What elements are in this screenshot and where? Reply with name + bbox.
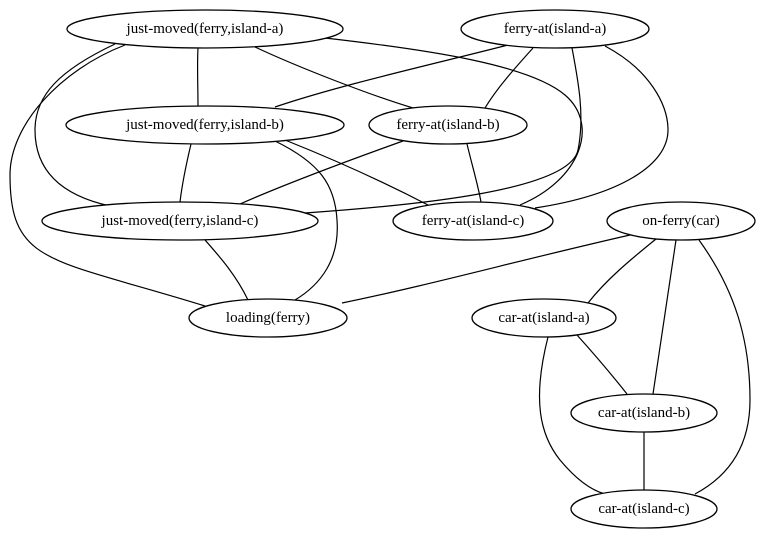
node-label-car-at-island-a: car-at(island-a): [498, 310, 589, 326]
node-car-at-island-b: car-at(island-b): [570, 393, 718, 433]
node-label-ferry-at-island-c: ferry-at(island-c): [422, 213, 524, 229]
edge-layer: [9, 37, 751, 495]
edge-jm-a-to-fa-c: [324, 37, 583, 206]
node-car-at-island-a: car-at(island-a): [471, 298, 617, 338]
node-label-loading-ferry: loading(ferry): [226, 310, 310, 326]
edge-jm-a-to-fa-b: [254, 46, 414, 109]
node-just-moved-island-c: just-moved(ferry,island-c): [41, 201, 319, 241]
node-label-car-at-island-c: car-at(island-c): [598, 501, 689, 517]
edge-on-ferry-to-ca-c: [694, 239, 751, 495]
edge-on-ferry-to-ca-b: [652, 239, 677, 395]
edge-on-ferry-to-ca-a: [587, 238, 657, 304]
node-label-car-at-island-b: car-at(island-b): [598, 405, 690, 421]
node-label-just-moved-island-c: just-moved(ferry,island-c): [101, 213, 259, 229]
node-label-ferry-at-island-a: ferry-at(island-a): [504, 21, 606, 37]
edge-fa-a-to-fa-b: [484, 47, 534, 109]
node-label-on-ferry-car: on-ferry(car): [642, 213, 719, 229]
edge-fa-a-to-jm-b: [274, 44, 509, 108]
edge-ca-a-to-ca-b: [576, 334, 628, 395]
edge-ca-a-to-ca-c: [538, 336, 606, 495]
edge-fa-b-to-fa-c: [466, 143, 482, 203]
edge-jm-b-to-jm-c: [179, 143, 192, 203]
node-ferry-at-island-c: ferry-at(island-c): [392, 201, 554, 241]
node-just-moved-island-b: just-moved(ferry,island-b): [65, 105, 345, 145]
edge-jm-b-to-fa-c: [284, 139, 429, 206]
edge-jm-c-to-loading: [204, 239, 249, 301]
edge-jm-a-to-jm-c: [34, 43, 116, 207]
node-label-just-moved-island-b: just-moved(ferry,island-b): [125, 117, 284, 133]
node-loading-ferry: loading(ferry): [188, 298, 348, 338]
node-car-at-island-c: car-at(island-c): [570, 489, 718, 529]
node-ferry-at-island-b: ferry-at(island-b): [368, 105, 528, 145]
node-just-moved-island-a: just-moved(ferry,island-a): [66, 9, 344, 49]
edge-fa-b-to-jm-c: [239, 140, 404, 205]
edge-jm-b-to-loading: [274, 140, 338, 301]
node-ferry-at-island-a: ferry-at(island-a): [460, 9, 650, 49]
edge-fa-a-to-jm-c: [304, 47, 582, 214]
node-label-ferry-at-island-b: ferry-at(island-b): [396, 117, 499, 133]
edge-on-ferry-to-loading: [341, 234, 631, 304]
edge-jm-a-to-loading: [9, 44, 206, 307]
edge-fa-a-to-fa-c: [534, 45, 669, 209]
node-label-just-moved-island-a: just-moved(ferry,island-a): [126, 21, 284, 37]
node-on-ferry-car: on-ferry(car): [606, 201, 756, 241]
